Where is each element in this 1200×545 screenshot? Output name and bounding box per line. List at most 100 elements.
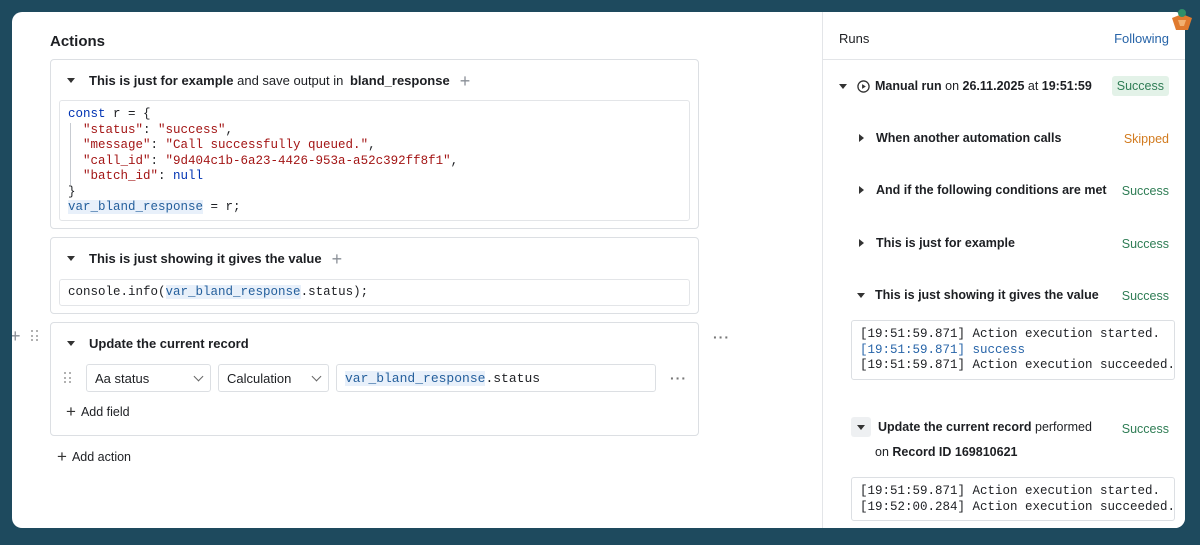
collapse-icon (857, 424, 865, 430)
run-step-row[interactable]: And if the following conditions are met (859, 183, 1107, 197)
run-label: Manual run (875, 79, 942, 93)
code-editor[interactable]: const r = { "status": "success", "messag… (59, 100, 690, 221)
runs-title: Runs (839, 31, 870, 46)
step-label: This is just showing it gives the value (875, 288, 1099, 302)
run-text: at (1024, 79, 1042, 93)
action-card-showing-value: This is just showing it gives the value … (50, 237, 699, 314)
action-card-header[interactable]: This is just for example and save output… (67, 70, 471, 91)
code-line: "batch_id": null (83, 169, 204, 183)
code-text: console.info( (68, 285, 166, 299)
collapse-icon[interactable] (857, 292, 865, 298)
add-action-button[interactable]: + Add action (57, 447, 132, 466)
code-line: } (68, 184, 76, 199)
add-field-label: Add field (80, 405, 130, 419)
step-text: on (875, 445, 893, 459)
card-more-options-icon[interactable]: ··· (713, 329, 730, 345)
step-status: Success (1121, 289, 1169, 303)
add-row-icon[interactable]: + (12, 326, 21, 346)
record-line: on Record ID 169810621 (875, 445, 1017, 459)
chevron-down-icon (193, 371, 204, 381)
field-name-value: Aa status (95, 370, 150, 386)
expand-icon[interactable] (859, 186, 864, 194)
actions-panel: Actions This is just for example and sav… (12, 12, 822, 528)
action-card-header[interactable]: This is just showing it gives the value … (67, 248, 343, 269)
field-type-value: Calculation (227, 370, 292, 386)
step-status: Success (1121, 237, 1169, 251)
log-line: [19:51:59.871] success (860, 342, 1026, 357)
run-date: 26.11.2025 (962, 79, 1025, 93)
collapse-icon[interactable] (67, 78, 75, 83)
action-card-header[interactable]: Update the current record (67, 336, 249, 351)
divider (823, 59, 1185, 60)
step-label: This is just for example (876, 236, 1015, 250)
code-text: .status (485, 370, 541, 386)
run-status-badge: Success (1111, 76, 1169, 96)
collapse-icon[interactable] (67, 341, 75, 346)
drag-handle-icon[interactable] (64, 372, 72, 384)
code-variable: var_bland_response (165, 285, 301, 299)
more-options-icon[interactable]: ··· (670, 370, 687, 386)
log-line: [19:51:59.871] Action execution succeede… (860, 358, 1176, 372)
plus-icon: + (57, 447, 67, 466)
record-id[interactable]: Record ID 169810621 (892, 445, 1018, 459)
drag-handle-icon[interactable] (31, 330, 39, 342)
field-name-select[interactable]: Aa status (86, 364, 211, 392)
output-variable-name[interactable]: bland_response (349, 73, 450, 88)
avatar-icon (1172, 9, 1192, 30)
field-row: Aa status Calculation var_bland_response… (59, 364, 687, 392)
code-line: var_bland_response = r; (68, 200, 241, 214)
code-object-body: "status": "success", "message": "Call su… (70, 122, 681, 185)
plus-icon: + (66, 402, 76, 421)
code-line: "message": "Call successfully queued.", (83, 138, 376, 152)
run-step-row[interactable]: This is just for example (859, 236, 1015, 250)
step-text: performed (1031, 420, 1092, 434)
field-value-input[interactable]: var_bland_response.status (336, 364, 656, 392)
action-card-example: This is just for example and save output… (50, 59, 699, 229)
log-line: [19:51:59.871] Action execution started. (860, 484, 1161, 498)
run-step-row[interactable]: This is just showing it gives the value (857, 288, 1099, 302)
step-status: Success (1121, 184, 1169, 198)
code-editor[interactable]: console.info(var_bland_response.status); (59, 279, 690, 306)
run-step-row[interactable]: When another automation calls (859, 131, 1061, 145)
avatar[interactable] (1168, 6, 1196, 34)
step-label: Update the current record (878, 420, 1032, 434)
add-icon[interactable]: + (459, 70, 471, 91)
log-line: [19:51:59.871] Action execution started. (860, 327, 1161, 341)
run-time: 19:51:59 (1041, 79, 1092, 93)
expand-icon[interactable] (859, 239, 864, 247)
collapse-icon[interactable] (67, 256, 75, 261)
app-window: Actions This is just for example and sav… (12, 12, 1185, 528)
code-keyword: const (68, 107, 106, 121)
runs-panel: Runs Following Manual run on 26.11.2025 … (822, 12, 1185, 528)
collapse-button[interactable] (851, 417, 871, 437)
action-title: This is just for example (89, 73, 234, 88)
actions-title: Actions (50, 33, 106, 50)
following-button[interactable]: Following (1114, 31, 1169, 46)
add-field-button[interactable]: + Add field (66, 402, 130, 421)
action-title: This is just showing it gives the value (89, 251, 322, 266)
step-label: And if the following conditions are met (876, 183, 1107, 197)
manual-run-row[interactable]: Manual run on 26.11.2025 at 19:51:59 (839, 79, 1092, 93)
code-line: "status": "success", (83, 122, 234, 137)
step-label: When another automation calls (876, 131, 1062, 145)
field-type-select[interactable]: Calculation (218, 364, 329, 392)
add-action-label: Add action (71, 450, 132, 464)
expand-icon[interactable] (859, 134, 864, 142)
code-text: .status); (300, 285, 369, 299)
code-variable: var_bland_response (345, 370, 486, 386)
step-status: Success (1121, 422, 1169, 436)
chevron-down-icon (311, 371, 322, 381)
step-log: [19:51:59.871] Action execution started.… (851, 320, 1175, 380)
code-text: r = { (105, 107, 151, 121)
action-subtitle: and save output in (233, 73, 347, 88)
add-icon[interactable]: + (331, 248, 343, 269)
code-line: "call_id": "9d404c1b-6a23-4426-953a-a52c… (83, 153, 459, 168)
log-line: [19:52:00.284] Action execution succeede… (860, 499, 1176, 514)
action-title: Update the current record (89, 336, 249, 351)
run-text: on (941, 79, 963, 93)
play-circle-icon (857, 79, 870, 93)
collapse-icon[interactable] (839, 83, 847, 89)
step-log: [19:51:59.871] Action execution started.… (851, 477, 1175, 521)
action-card-update-record: Update the current record Aa status Calc… (50, 322, 699, 436)
run-step-row[interactable]: Update the current record performed (851, 417, 1092, 437)
